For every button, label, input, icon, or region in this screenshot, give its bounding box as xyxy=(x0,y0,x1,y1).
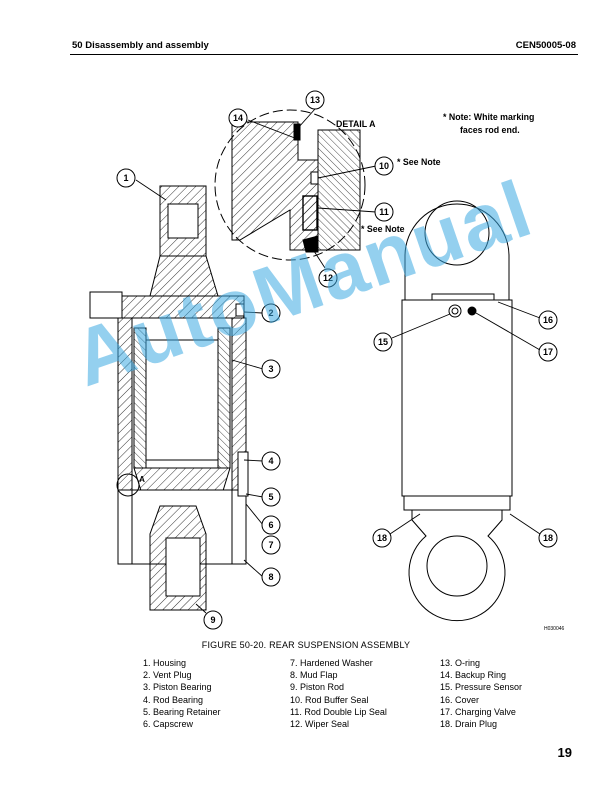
legend-column-3: 13. O-ring 14. Backup Ring 15. Pressure … xyxy=(440,657,522,730)
legend-item: 10. Rod Buffer Seal xyxy=(290,694,369,705)
svg-text:14: 14 xyxy=(233,113,243,123)
legend-column-2: 7. Hardened Washer 8. Mud Flap 9. Piston… xyxy=(290,657,387,730)
svg-text:13: 13 xyxy=(310,95,320,105)
callout-17: 17 xyxy=(538,342,558,362)
figure-caption: FIGURE 50-20. REAR SUSPENSION ASSEMBLY xyxy=(201,640,411,650)
svg-text:3: 3 xyxy=(268,364,273,374)
svg-text:6: 6 xyxy=(268,520,273,530)
section-title: 50 Disassembly and assembly xyxy=(72,40,209,51)
see-note-seal-11: * See Note xyxy=(361,224,405,234)
callout-11: 11 xyxy=(374,202,394,222)
cylinder-section-view xyxy=(89,185,249,611)
callout-8: 8 xyxy=(261,567,281,587)
legend-item: 7. Hardened Washer xyxy=(290,658,373,668)
callout-leaders xyxy=(135,108,541,614)
legend-column-1: 1. Housing 2. Vent Plug 3. Piston Bearin… xyxy=(143,657,221,730)
svg-text:2: 2 xyxy=(268,308,273,318)
svg-text:12: 12 xyxy=(323,273,333,283)
callout-9: 9 xyxy=(203,610,223,630)
svg-text:4: 4 xyxy=(268,456,273,466)
callout-18b: 18 xyxy=(538,528,558,548)
document-code: CEN50005-08 xyxy=(515,40,576,51)
svg-text:1: 1 xyxy=(123,173,128,183)
legend-item: 13. O-ring xyxy=(440,658,481,668)
callout-bubbles: 1 2 3 4 5 6 7 8 9 10 11 12 13 14 15 16 1… xyxy=(116,90,558,630)
svg-text:10: 10 xyxy=(379,161,389,171)
cylinder-exterior-view xyxy=(401,200,513,622)
detail-marker-label: A xyxy=(139,475,145,484)
svg-text:7: 7 xyxy=(268,540,273,550)
svg-text:8: 8 xyxy=(268,572,273,582)
detail-a-label: DETAIL A xyxy=(336,119,376,129)
legend-item: 15. Pressure Sensor xyxy=(440,682,523,693)
svg-text:11: 11 xyxy=(379,207,389,217)
legend-item: 9. Piston Rod xyxy=(290,682,345,693)
svg-text:17: 17 xyxy=(543,347,553,357)
legend-item: 1. Housing xyxy=(143,658,187,668)
detail-a-view xyxy=(214,109,366,261)
svg-text:15: 15 xyxy=(378,337,388,347)
svg-text:5: 5 xyxy=(268,492,273,502)
callout-2: 2 xyxy=(261,303,281,323)
legend-item: 11. Rod Double Lip Seal xyxy=(290,706,387,717)
note-white-marking-line2: faces rod end. xyxy=(460,125,520,135)
svg-text:9: 9 xyxy=(210,615,215,625)
legend-item: 5. Bearing Retainer xyxy=(143,706,221,717)
callout-3: 3 xyxy=(261,359,281,379)
callout-7: 7 xyxy=(261,535,281,555)
callout-15: 15 xyxy=(373,332,393,352)
legend-item: 3. Piston Bearing xyxy=(143,682,212,693)
header-rule xyxy=(70,54,578,55)
callout-16: 16 xyxy=(538,310,558,330)
svg-text:18: 18 xyxy=(377,533,387,543)
callout-5: 5 xyxy=(261,487,281,507)
callout-10: 10 xyxy=(374,156,394,176)
page-number: 19 xyxy=(557,745,572,760)
callout-4: 4 xyxy=(261,451,281,471)
legend-item: 18. Drain Plug xyxy=(440,719,498,730)
svg-text:16: 16 xyxy=(543,315,553,325)
legend-item: 16. Cover xyxy=(440,694,480,705)
callout-14: 14 xyxy=(228,108,248,128)
legend-item: 4. Rod Bearing xyxy=(143,694,204,705)
see-note-seal-10: * See Note xyxy=(397,157,441,167)
figure-code: H030046 xyxy=(544,626,565,632)
legend-item: 2. Vent Plug xyxy=(143,670,192,681)
note-white-marking-line1: * Note: White marking xyxy=(443,112,535,122)
callout-13: 13 xyxy=(305,90,325,110)
svg-text:18: 18 xyxy=(543,533,553,543)
legend-item: 14. Backup Ring xyxy=(440,670,507,681)
callout-12: 12 xyxy=(318,268,338,288)
legend-item: 17. Charging Valve xyxy=(440,706,516,717)
legend-item: 8. Mud Flap xyxy=(290,670,338,681)
callout-6: 6 xyxy=(261,515,281,535)
legend-item: 12. Wiper Seal xyxy=(290,719,350,730)
callout-18a: 18 xyxy=(372,528,392,548)
legend-item: 6. Capscrew xyxy=(143,719,194,730)
callout-1: 1 xyxy=(116,168,136,188)
